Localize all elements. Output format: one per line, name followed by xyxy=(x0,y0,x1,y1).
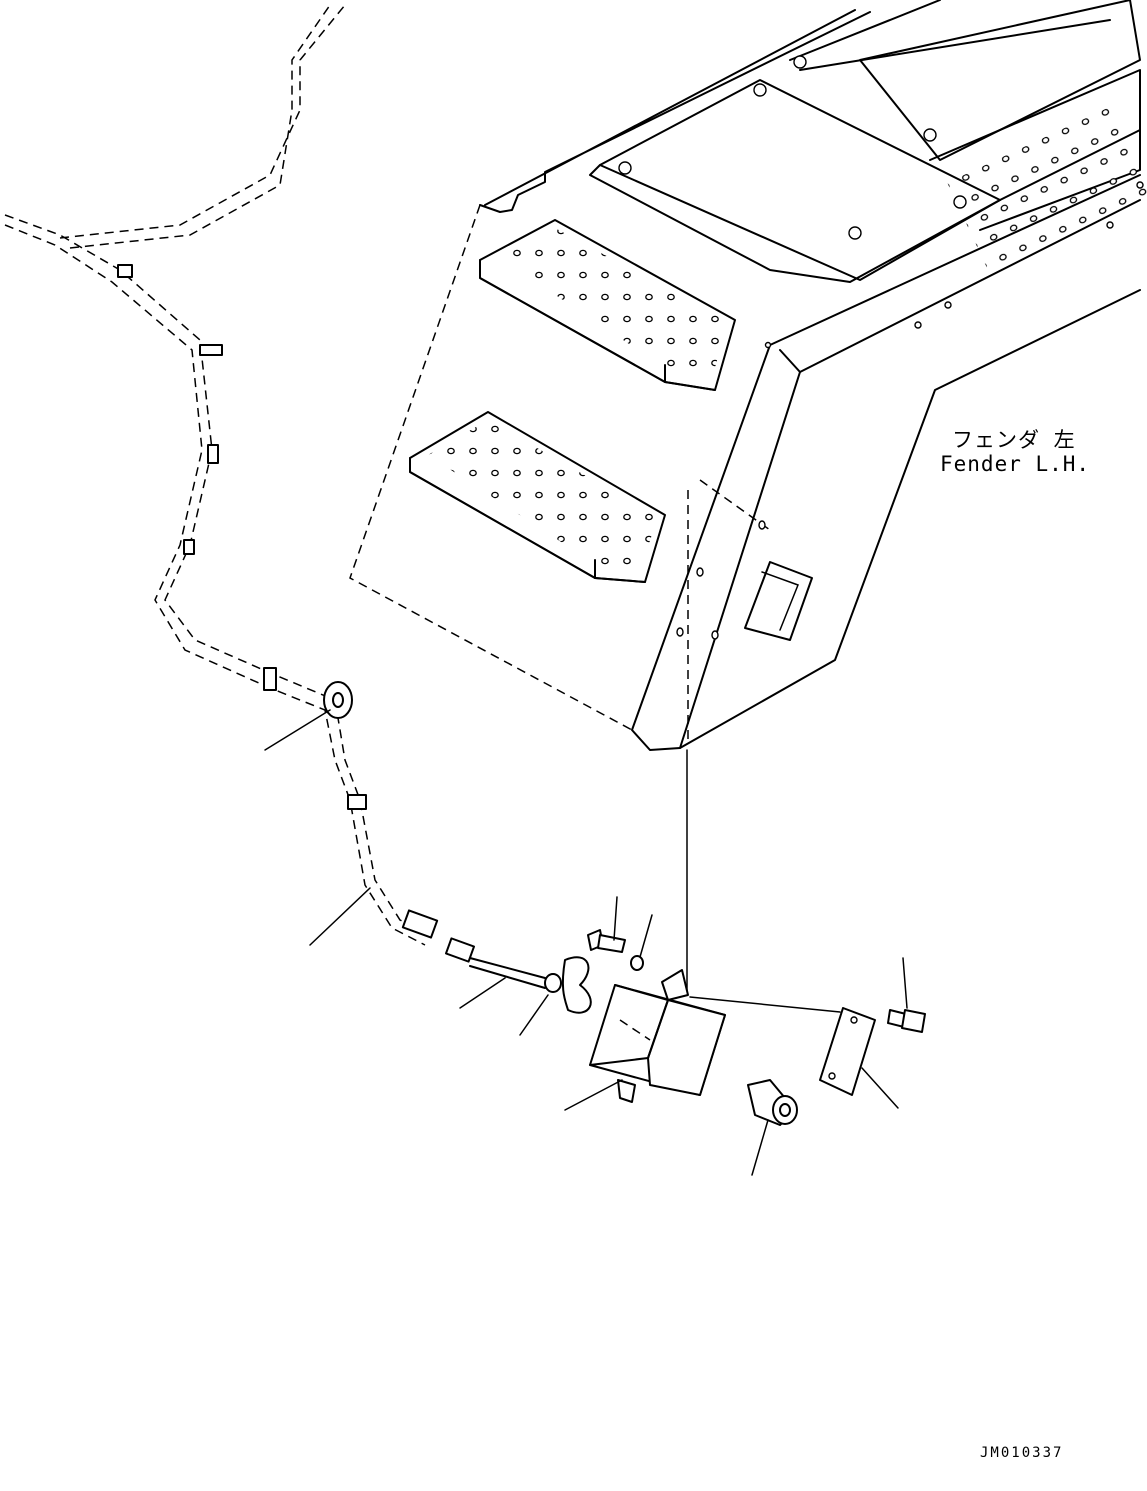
drawing-number: JM010337 xyxy=(980,1445,1064,1461)
leader-lines xyxy=(264,709,908,1176)
fender-label-english: Fender L.H. xyxy=(940,452,1091,476)
fender-assembly xyxy=(349,0,1147,751)
fender-label-japanese: フェンダ 左 xyxy=(952,428,1076,452)
switch-box-parts xyxy=(444,749,926,1126)
wiring-harness xyxy=(4,4,439,946)
